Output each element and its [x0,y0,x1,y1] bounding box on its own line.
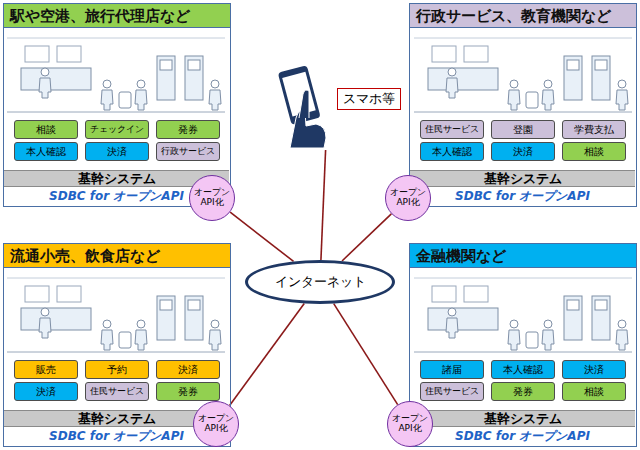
open-api-circle: オープン API化 [385,175,431,221]
label-text: 販売 [36,363,56,377]
smartphone-icon [278,65,326,148]
panel-heading: 行政サービス、教育機関など [410,4,636,28]
sdbc-logo: SDBC for オープンAPI [410,428,635,445]
service-button: 発券 [491,382,555,401]
label-text: 発券 [178,385,198,399]
sector-panel: 行政サービス、教育機関など住民サービス 登園 学費支払本人確認 決済 相談基幹システム S… [409,3,637,207]
label-text: 本人確認 [26,145,66,159]
network-line [230,212,293,261]
label-text: 決済 [513,145,533,159]
service-button: 相談 [14,120,78,139]
service-button: 決済 [14,382,78,401]
service-button: 本人確認 [14,142,78,161]
service-button: チェックイン [85,120,149,139]
service-button: 決済 [156,360,220,379]
label-text: SDBC for オープンAPI [49,189,184,204]
network-line [334,304,398,405]
label-text: オープン API化 [195,414,237,434]
network-line [321,150,326,260]
label-text: オープン API化 [389,414,431,434]
service-button: 住民サービス [420,120,484,139]
label-text: 相談 [584,385,604,399]
service-button: 本人確認 [420,142,484,161]
service-button: 諸届 [420,360,484,379]
service-button: 相談 [562,382,626,401]
service-button: 販売 [14,360,78,379]
label-text: 予約 [107,363,127,377]
label-text: 基幹システム [484,411,562,426]
core-system-band: 基幹システム [410,410,635,427]
core-system-band: 基幹システム [410,170,635,187]
label-text: インターネット [275,273,366,291]
service-button: 決済 [562,360,626,379]
label-text: 行政サービス [161,145,215,158]
service-button: 決済 [491,142,555,161]
label-text: 基幹システム [78,171,156,186]
sector-panel: 駅や空港、旅行代理店など相談 チェックイン 発券本人確認 決済 行政サービス基幹システム… [3,3,231,207]
service-button: 学費支払 [562,120,626,139]
label-text: スマホ等 [337,88,401,110]
label-text: SDBC for オープンAPI [455,429,590,444]
label-text: 諸届 [442,363,462,377]
service-button: 発券 [156,382,220,401]
label-text: 相談 [36,123,56,137]
label-text: 決済 [584,363,604,377]
label-text: 決済 [36,385,56,399]
service-button: 本人確認 [491,360,555,379]
service-button: 登園 [491,120,555,139]
label-text: 決済 [178,363,198,377]
network-line [342,214,391,261]
label-text: 本人確認 [432,145,472,159]
service-button: 住民サービス [85,382,149,401]
label-text: 住民サービス [425,385,479,398]
smartphone-node: スマホ等 [265,60,390,150]
service-button: 住民サービス [420,382,484,401]
label-text: 登園 [513,123,533,137]
network-line [230,304,305,406]
service-button: 発券 [156,120,220,139]
panel-heading: 駅や空港、旅行代理店など [4,4,230,28]
label-text: 学費支払 [574,123,614,137]
label-text: 発券 [178,123,198,137]
label-text: 住民サービス [90,385,144,398]
label-text: 相談 [584,145,604,159]
label-text: 発券 [513,385,533,399]
panel-heading: 流通小売、飲食店など [4,244,230,268]
label-text: 基幹システム [78,411,156,426]
service-button: 相談 [562,142,626,161]
open-api-circle: オープン API化 [189,175,235,221]
sdbc-logo: SDBC for オープンAPI [410,188,635,205]
sector-panel: 金融機関など諸届 本人確認 決済住民サービス 発券 相談基幹システム SDBC for オ… [409,243,637,447]
internet-ellipse: インターネット [245,260,395,304]
label-text: オープン API化 [191,188,233,208]
service-button: 決済 [85,142,149,161]
panel-heading: 金融機関など [410,244,636,268]
label-text: 決済 [107,145,127,159]
open-api-circle: オープン API化 [387,401,433,447]
service-button: 行政サービス [156,142,220,161]
label-text: 基幹システム [484,171,562,186]
label-text: 本人確認 [503,363,543,377]
open-api-circle: オープン API化 [193,401,239,447]
label-text: 住民サービス [425,123,479,136]
label-text: オープン API化 [387,188,429,208]
label-text: SDBC for オープンAPI [49,429,184,444]
service-button: 予約 [85,360,149,379]
label-text: チェックイン [90,123,144,136]
label-text: SDBC for オープンAPI [455,189,590,204]
